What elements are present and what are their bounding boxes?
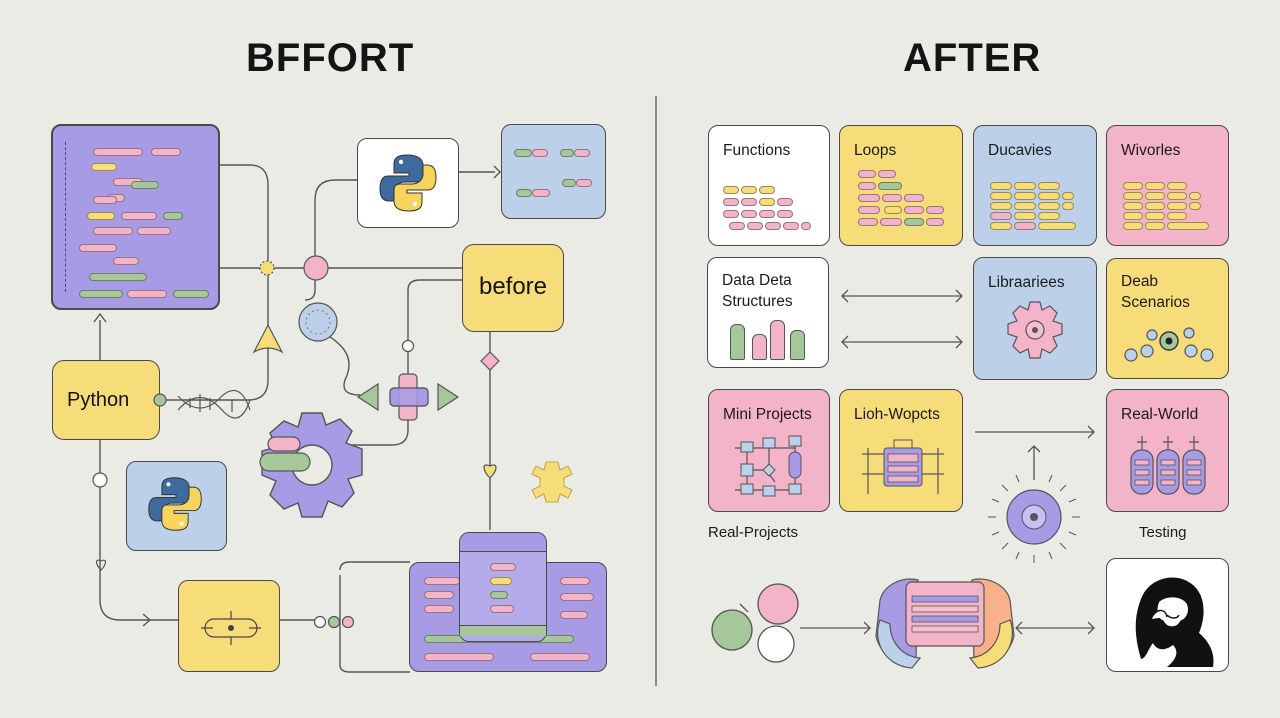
python-badge: Python — [52, 360, 160, 440]
before-heading: BFFORT — [246, 36, 415, 80]
window-diagram-icon — [862, 439, 944, 494]
cell-icon — [298, 302, 338, 342]
code-line — [163, 212, 183, 220]
caption-testing: Testing — [1139, 524, 1187, 541]
code-line — [490, 577, 512, 585]
code-line — [79, 244, 117, 252]
code-line — [576, 179, 592, 187]
card-label: Deab Scenarios — [1121, 273, 1190, 311]
code-line — [93, 196, 117, 204]
code-line — [560, 577, 590, 585]
python-logo-card-lower — [126, 461, 227, 551]
code-line — [560, 149, 574, 157]
card-lioh-wopcts: Lioh-Wopcts — [839, 389, 963, 512]
code-line — [93, 227, 133, 235]
after-heading: AFTER — [903, 36, 1042, 80]
code-line — [93, 148, 143, 156]
node-pink — [757, 583, 799, 625]
code-line — [173, 290, 209, 298]
card-mini-projects: Mini Projects — [708, 389, 830, 512]
code-line — [137, 227, 171, 235]
code-line — [532, 149, 548, 157]
gear-icon — [259, 412, 363, 518]
code-line — [424, 591, 454, 599]
gear-icon — [1007, 301, 1063, 359]
spark-icon — [259, 260, 275, 276]
network-icon — [1124, 327, 1214, 362]
code-line — [131, 181, 159, 189]
card-libraries: Libraariees — [973, 257, 1097, 380]
loop-icon — [201, 611, 261, 645]
cell-icon — [988, 471, 1080, 563]
before-box-label: before — [478, 273, 548, 300]
code-line — [87, 212, 115, 220]
code-line — [127, 290, 167, 298]
code-line — [560, 611, 588, 619]
card-data-structures: Data Deta Structures — [707, 257, 829, 368]
testing-illustration-card — [1106, 558, 1229, 672]
dna-icon — [177, 389, 251, 419]
server-bottles-icon — [1130, 436, 1206, 495]
connector-node — [303, 255, 329, 281]
code-line — [562, 179, 576, 187]
card-scenarios: Deab Scenarios — [1106, 258, 1229, 379]
code-line — [424, 605, 454, 613]
code-line — [560, 593, 594, 601]
loop-diagram-card — [178, 580, 280, 672]
code-snippet-card — [501, 124, 606, 219]
card-wivorles: Wivorles — [1106, 125, 1229, 246]
card-label: Loops — [854, 142, 897, 159]
heart-icon — [483, 464, 497, 479]
card-label: Lioh-Wopcts — [854, 406, 940, 423]
card-label: Data Deta Structures — [722, 272, 793, 310]
python-logo-icon — [379, 154, 437, 212]
code-line — [490, 605, 514, 613]
node-green — [711, 609, 753, 651]
python-badge-label: Python — [67, 389, 130, 411]
code-line — [79, 290, 123, 298]
code-line — [121, 212, 157, 220]
flowchart-icon — [735, 435, 802, 497]
diamond-icon — [480, 351, 500, 371]
code-line — [113, 257, 139, 265]
code-line — [490, 563, 516, 571]
code-panel — [51, 124, 220, 310]
gear-icon — [531, 461, 573, 503]
node-white — [757, 625, 795, 663]
card-label: Real-World — [1121, 406, 1199, 423]
code-line — [91, 163, 117, 171]
card-functions: Functions — [708, 125, 830, 246]
floating-window — [459, 532, 547, 642]
card-label: Functions — [723, 142, 791, 159]
code-line — [574, 149, 590, 157]
code-line — [89, 273, 147, 281]
card-label: Ducavies — [988, 142, 1052, 159]
code-line — [532, 189, 550, 197]
code-line — [151, 148, 181, 156]
card-label: Mini Projects — [723, 406, 812, 423]
code-line — [530, 653, 590, 661]
before-box: before — [462, 244, 564, 332]
center-divider — [655, 96, 657, 686]
code-line — [516, 189, 532, 197]
code-gutter — [65, 142, 67, 292]
card-real-world: Real-World — [1106, 389, 1229, 512]
person-thinking-icon — [1135, 577, 1214, 667]
card-loops: Loops — [839, 125, 963, 246]
caption-real-projects: Real-Projects — [708, 524, 799, 541]
code-line — [514, 149, 532, 157]
python-logo-icon — [148, 477, 202, 531]
plus-connector-icon — [356, 373, 460, 421]
triangle-icon — [252, 323, 284, 354]
python-logo-card — [357, 138, 459, 228]
card-label: Wivorles — [1121, 142, 1181, 159]
hands-window-icon — [875, 578, 1015, 669]
code-line — [424, 653, 494, 661]
card-label: Libraariees — [988, 274, 1065, 291]
card-ducavies: Ducavies — [973, 125, 1097, 246]
code-line — [490, 591, 508, 599]
